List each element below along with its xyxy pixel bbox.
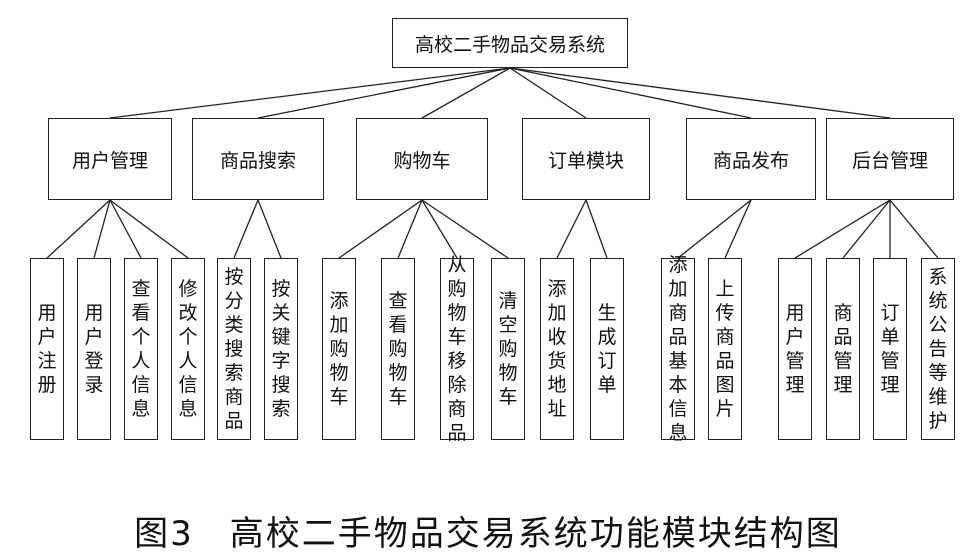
function-label: 订单管理 (880, 302, 900, 396)
function-node: 按关键字搜索 (264, 258, 298, 440)
module-label: 商品搜索 (219, 149, 296, 172)
function-node: 系统公告等维护 (921, 258, 955, 440)
module-label: 用户管理 (71, 149, 148, 172)
function-label: 添加购物车 (329, 290, 349, 408)
function-node: 生成订单 (590, 258, 624, 440)
function-label: 用户登录 (84, 302, 104, 396)
module-to-function-line (421, 199, 509, 259)
module-label: 订单模块 (547, 149, 624, 172)
module-to-function-line (556, 199, 587, 259)
function-label: 按关键字搜索 (271, 278, 291, 420)
function-node: 商品管理 (826, 258, 860, 440)
function-label: 修改个人信息 (178, 278, 198, 420)
function-node: 按分类搜索商品 (217, 258, 251, 440)
root-to-module-line (509, 67, 587, 119)
root-to-module-line (421, 67, 511, 119)
function-node: 添加购物车 (322, 258, 356, 440)
function-label: 商品管理 (833, 302, 853, 396)
root-to-module-line (109, 67, 511, 119)
function-node: 从购物车移除商品 (440, 254, 474, 444)
function-label: 从购物车移除商品 (447, 254, 467, 444)
function-node: 添加收货地址 (540, 258, 574, 440)
function-node: 添加商品基本信息 (661, 254, 695, 444)
module-to-function-line (93, 199, 111, 259)
module-to-function-line (421, 199, 458, 259)
module-node: 购物车 (356, 118, 488, 200)
module-to-function-line (724, 199, 752, 259)
module-label: 后台管理 (851, 149, 928, 172)
root-to-module-line (509, 67, 752, 119)
root-node: 高校二手物品交易系统 (392, 18, 628, 68)
module-to-function-line (677, 199, 752, 259)
function-node: 修改个人信息 (171, 258, 205, 440)
function-node: 用户注册 (30, 258, 64, 440)
function-label: 生成订单 (597, 302, 617, 396)
root-to-module-line (509, 67, 891, 119)
function-node: 上传商品图片 (708, 258, 742, 440)
module-to-function-line (46, 199, 111, 259)
figure-caption: 图3 高校二手物品交易系统功能模块结构图 (134, 514, 842, 554)
function-label: 用户注册 (37, 302, 57, 396)
module-node: 商品搜索 (192, 118, 324, 200)
module-to-function-line (257, 199, 282, 259)
function-label: 查看购物车 (388, 290, 408, 408)
module-node: 用户管理 (48, 118, 172, 200)
function-label: 按分类搜索商品 (224, 266, 244, 432)
module-to-function-line (233, 199, 259, 259)
function-label: 添加商品基本信息 (668, 254, 688, 444)
root-label: 高校二手物品交易系统 (414, 33, 605, 56)
function-label: 清空购物车 (498, 290, 518, 408)
module-to-function-line (889, 199, 939, 259)
module-to-function-line (794, 199, 891, 259)
root-to-module-line (257, 67, 511, 119)
function-label: 上传商品图片 (715, 278, 735, 420)
module-to-function-line (109, 199, 189, 259)
module-to-function-line (397, 199, 423, 259)
function-label: 用户管理 (785, 302, 805, 396)
module-to-function-line (585, 199, 608, 259)
module-node: 商品发布 (686, 118, 816, 200)
module-to-function-line (109, 199, 142, 259)
function-label: 添加收货地址 (547, 278, 567, 420)
function-node: 订单管理 (873, 258, 907, 440)
module-label: 商品发布 (712, 149, 789, 172)
module-node: 订单模块 (522, 118, 650, 200)
module-label: 购物车 (393, 149, 451, 172)
function-node: 清空购物车 (491, 258, 525, 440)
module-to-function-line (842, 199, 891, 259)
function-label: 系统公告等维护 (928, 266, 948, 432)
function-node: 用户管理 (778, 258, 812, 440)
function-label: 查看个人信息 (131, 278, 151, 420)
module-to-function-line (338, 199, 423, 259)
module-node: 后台管理 (826, 118, 954, 200)
function-node: 查看购物车 (381, 258, 415, 440)
function-node: 用户登录 (77, 258, 111, 440)
function-node: 查看个人信息 (124, 258, 158, 440)
